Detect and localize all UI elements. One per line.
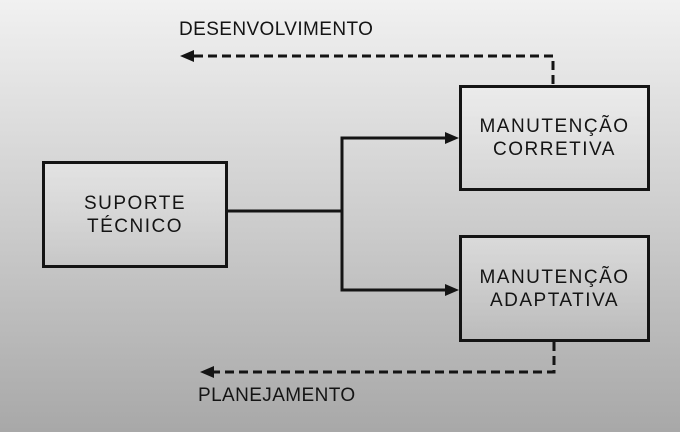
planejamento-dashed-arrow-line — [213, 342, 556, 374]
desenvolvimento-dashed-arrow-line — [193, 54, 555, 84]
manutencao-corretiva-label-line2: CORRETIVA — [493, 139, 616, 160]
manutencao-corretiva-label-line1: MANUTENÇÃO — [479, 116, 630, 137]
desenvolvimento-label: DESENVOLVIMENTO — [179, 19, 374, 40]
corretiva-arrowhead-right-icon — [445, 132, 459, 144]
planejamento-label: PLANEJAMENTO — [198, 385, 356, 406]
manutencao-adaptativa-label-line2: ADAPTATIVA — [489, 289, 620, 311]
desenvolvimento-arrowhead-left-icon — [180, 50, 194, 62]
manutencao-adaptativa-box: MANUTENÇÃO ADAPTATIVA — [459, 235, 650, 342]
suporte-tecnico-box: SUPORTE TÉCNICO — [42, 161, 228, 268]
manutencao-adaptativa-label-line1: MANUTENÇÃO — [479, 266, 630, 288]
adaptativa-arrowhead-right-icon — [445, 284, 459, 296]
suporte-tecnico-label-line2: TÉCNICO — [87, 215, 183, 237]
manutencao-corretiva-box: MANUTENÇÃO CORRETIVA — [459, 85, 650, 191]
suporte-tecnico-label-line1: SUPORTE — [83, 192, 186, 214]
planejamento-arrowhead-left-icon — [200, 366, 214, 378]
